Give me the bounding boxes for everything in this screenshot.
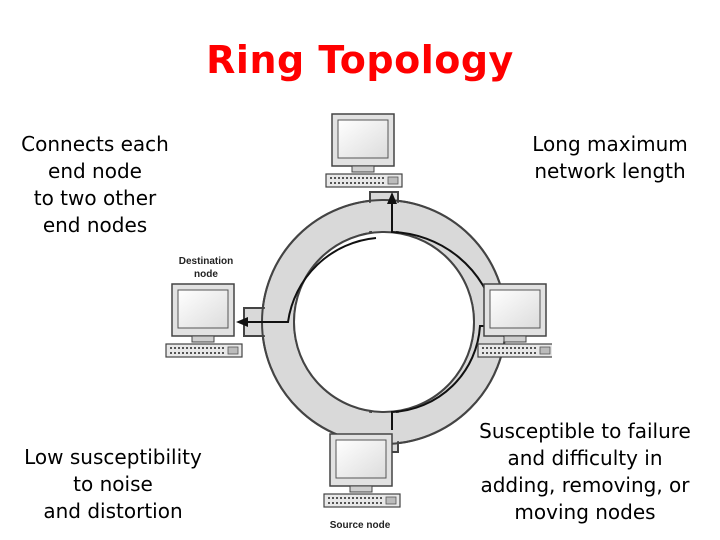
- destination-node-label: Destination: [179, 256, 233, 267]
- note-long-network-length: Long maximum network length: [532, 132, 688, 183]
- ring-topology-diagram: Destination node Source node: [165, 113, 552, 531]
- source-node-label: Source node: [330, 520, 391, 531]
- note-connects-each-node: Connects each end node to two other end …: [21, 132, 169, 237]
- computer-icon: [165, 283, 243, 358]
- arrow-icon: [387, 192, 397, 204]
- computer-icon: [477, 283, 552, 358]
- computer-icon: [323, 433, 401, 508]
- arrow-icon: [236, 317, 248, 327]
- destination-node-label-line2: node: [194, 269, 218, 280]
- note-susceptible-to-failure: Susceptible to failure and difficulty in…: [479, 419, 691, 524]
- slide-title: Ring Topology: [206, 38, 514, 82]
- computer-icon: [325, 113, 403, 188]
- note-low-susceptibility: Low susceptibility to noise and distorti…: [24, 445, 202, 523]
